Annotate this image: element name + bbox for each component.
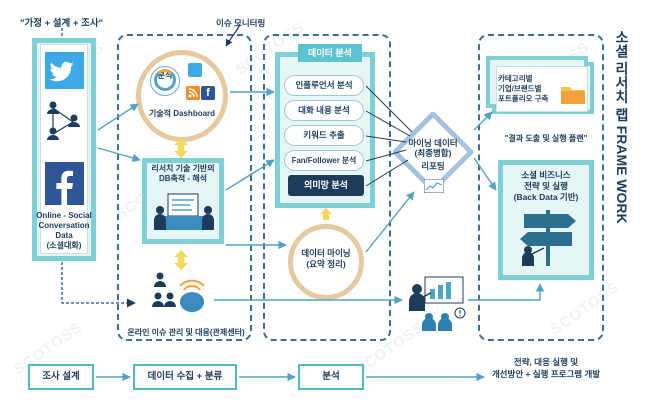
social-business-label: 소셜 비즈니스 전략 및 실행 (Back Data 기반) <box>504 170 588 203</box>
online-social-line: Online - Social <box>36 211 92 220</box>
region-results <box>478 34 604 341</box>
data-analysis-title-bar: 데이터 분석 <box>298 44 362 62</box>
folder-icon <box>561 87 585 104</box>
research-db-label: 리서치 기술 기반의 DB축적 - 해석 <box>146 164 220 184</box>
category-portfolio-label: 카테고리별 기업/브랜드별 포트폴리오 구축 <box>498 74 558 104</box>
rss-icon <box>186 86 200 100</box>
analysis-item-influencer: 인플루언서 분석 <box>284 75 364 96</box>
twitter-icon <box>188 63 202 77</box>
portfolio-line: 포트폴리오 구축 <box>498 94 549 103</box>
step-analysis: 분석 <box>298 364 364 390</box>
step-strategy-line: 개선방안 + 실행 프로그램 개발 <box>491 369 601 379</box>
data-mining-line: 데이터 마이닝 <box>301 248 351 258</box>
portfolio-line: 카테고리별 <box>498 74 533 83</box>
region-collection <box>117 34 252 341</box>
portfolio-line: 기업/브랜드별 <box>498 84 542 93</box>
bidirectional-arrow-icon <box>174 250 188 270</box>
mining-data-label: 마이닝 데이터 (최종병합) 리포팅 <box>403 138 463 171</box>
social-business-line: 전략 및 실행 <box>524 181 568 191</box>
social-business-line: (Back Data 기반) <box>513 192 579 202</box>
online-issue-label: 온라인 이슈 관리 및 대응(관제센터) <box>127 328 245 337</box>
signpost-icon <box>520 210 576 266</box>
issue-monitoring-label: 이슈 모니터링 <box>216 18 266 28</box>
online-social-label: Online - Social Conversation Data (소셜대화) <box>34 211 94 251</box>
online-social-line: (소셜대화) <box>46 241 82 250</box>
step-research-design: 조사 설계 <box>28 364 94 390</box>
facebook-icon <box>45 162 84 205</box>
presenter-icon: ! <box>409 276 466 331</box>
analysis-badge: 분석 <box>150 66 180 96</box>
meeting-icon <box>154 193 214 230</box>
social-business-line: 소셜 비즈니스 <box>521 170 571 180</box>
bidirectional-arrow-icon <box>174 138 188 158</box>
step-strategy: 전략, 대응 실행 및 개선방안 + 실행 프로그램 개발 <box>486 356 606 380</box>
research-db-line: 리서치 기술 기반의 <box>151 164 215 173</box>
svg-text:!: ! <box>459 309 462 318</box>
vertical-title: 소셜 리서치 랩 FRAME WORK <box>614 30 630 224</box>
analysis-item-keyword: 키워드 추출 <box>284 125 364 146</box>
reporting-label: 리포팅 <box>421 161 445 171</box>
research-db-line: DB축적 - 해석 <box>158 174 208 183</box>
result-plan-label: "결과 도출 및 실행 플랜" <box>504 134 588 143</box>
top-quote: "가정 + 설계 + 조사" <box>20 18 104 29</box>
analysis-item-conversation: 대화 내용 분석 <box>284 100 364 121</box>
portfolio-card <box>496 66 588 112</box>
mining-data-line: (최종병합) <box>414 148 452 158</box>
data-mining-label: 데이터 마이닝 (요약 정리) <box>292 248 360 270</box>
facebook-icon: f <box>201 86 215 100</box>
mining-data-line: 마이닝 데이터 <box>408 138 458 148</box>
dashboard-label: 기술적 Dashboard <box>148 109 216 118</box>
step-strategy-line: 전략, 대응 실행 및 <box>513 357 579 367</box>
analysis-item-fan: Fan/Follower 분석 <box>284 150 364 171</box>
region-analysis <box>263 34 391 341</box>
twitter-icon <box>45 52 84 89</box>
online-social-line: Conversation <box>38 221 90 230</box>
online-social-line: Data <box>55 231 73 240</box>
data-mining-circle <box>288 224 364 300</box>
network-icon <box>47 101 80 140</box>
data-mining-line: (요약 정리) <box>306 259 346 269</box>
monitoring-center-icon <box>152 272 205 312</box>
report-chart-icon <box>424 179 444 193</box>
semantic-network-box: 의미망 분석 <box>288 175 364 196</box>
step-data-collection: 데이터 수집 + 분류 <box>133 364 237 390</box>
ring-chart-icon <box>154 69 176 91</box>
